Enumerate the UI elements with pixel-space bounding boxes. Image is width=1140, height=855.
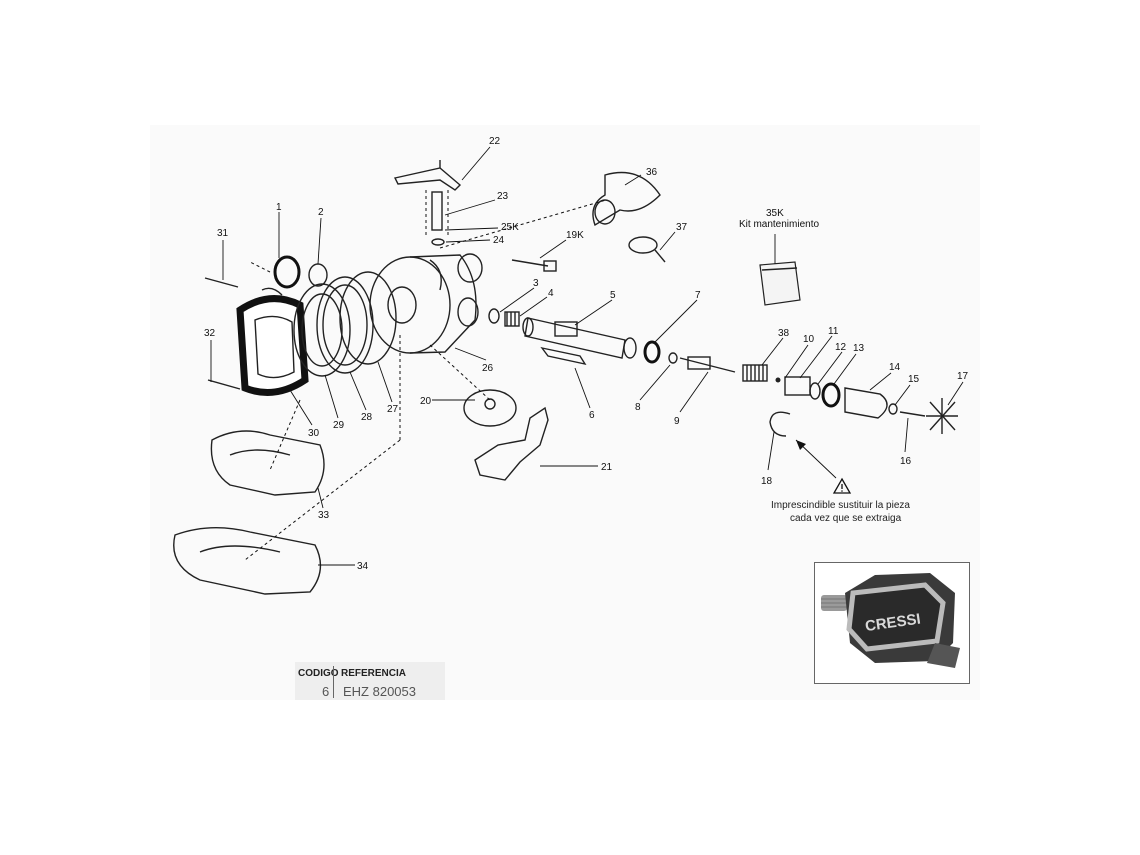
part-37-tie — [628, 236, 666, 263]
part-19k-adapter — [511, 259, 557, 272]
part-10-ball — [775, 377, 781, 383]
part-27-ring — [339, 271, 397, 365]
callout-17: 17 — [957, 371, 969, 382]
part-6-lever — [540, 346, 587, 366]
part-35k-kit — [759, 261, 801, 306]
part-23-adjust-pin — [425, 190, 449, 235]
callout-11: 11 — [828, 326, 839, 337]
table-divider — [333, 666, 334, 698]
part-38-spring — [742, 364, 768, 382]
callout-16: 16 — [900, 456, 912, 467]
part-34-exhaust-cover — [173, 526, 322, 595]
part-31-pin — [204, 277, 239, 288]
callout-38: 38 — [778, 328, 790, 339]
callout-2: 2 — [318, 207, 324, 218]
callout-9: 9 — [674, 416, 680, 427]
warning-triangle-icon — [832, 477, 852, 494]
callout-25k: 25K — [501, 222, 519, 233]
callout-7: 7 — [695, 290, 701, 301]
assembly-guide-lines — [244, 199, 607, 561]
callout-12: 12 — [835, 342, 847, 353]
callout-3: 3 — [533, 278, 539, 289]
callout-31: 31 — [217, 228, 229, 239]
callout-5: 5 — [610, 290, 616, 301]
callout-28: 28 — [361, 412, 373, 423]
callout-14: 14 — [889, 362, 901, 373]
callout-6: 6 — [589, 410, 595, 421]
part-14-cap — [844, 387, 888, 419]
callout-26: 26 — [482, 363, 494, 374]
callout-4: 4 — [548, 288, 554, 299]
callout-15: 15 — [908, 374, 920, 385]
callout-32: 32 — [204, 328, 216, 339]
callout-23: 23 — [497, 191, 509, 202]
callout-1: 1 — [276, 202, 282, 213]
callout-30: 30 — [308, 428, 320, 439]
part-20-diaphragm — [463, 389, 517, 427]
callout-37: 37 — [676, 222, 688, 233]
part-22-lever — [393, 160, 462, 191]
part-1-seal — [273, 255, 301, 289]
regulator-face — [846, 582, 946, 652]
callout-33: 33 — [318, 510, 330, 521]
part-30-front-cover — [236, 287, 309, 396]
callout-35k: 35K — [766, 208, 784, 219]
part-18-clip — [769, 411, 791, 437]
leader-lines — [210, 146, 964, 566]
callout-34: 34 — [357, 561, 369, 572]
part-24-oring — [431, 238, 445, 246]
part-9-poppet — [679, 356, 736, 373]
callout-18: 18 — [761, 476, 773, 487]
referencia-header: REFERENCIA — [341, 668, 407, 679]
codigo-value: 6 — [322, 684, 330, 699]
kit-label: Kit mantenimiento — [739, 219, 819, 230]
callout-10: 10 — [803, 334, 815, 345]
part-7-oring — [643, 340, 661, 364]
warning-note-line1: Imprescindible sustituir la pieza — [771, 500, 910, 511]
part-17-knob — [926, 398, 958, 434]
part-3-oring — [488, 308, 500, 324]
part-32-pin — [207, 379, 241, 390]
part-12-oring — [809, 382, 821, 400]
part-13-oring — [821, 382, 841, 408]
callout-21: 21 — [601, 462, 613, 473]
warning-note-line2: cada vez que se extraiga — [790, 513, 902, 524]
part-26-housing — [369, 253, 483, 354]
product-photo: CRESSI — [814, 562, 970, 684]
referencia-value: EHZ 820053 — [343, 684, 416, 699]
part-15-oring — [888, 403, 898, 415]
callout-20: 20 — [420, 396, 432, 407]
callout-19k: 19K — [566, 230, 584, 241]
part-11-screw — [784, 376, 811, 396]
part-29-ring — [293, 283, 351, 377]
callout-29: 29 — [333, 420, 345, 431]
part-33-exhaust-tee — [210, 430, 325, 496]
callout-24: 24 — [493, 235, 505, 246]
part-4-spring — [504, 311, 520, 327]
part-21-bracket — [474, 406, 549, 481]
codigo-header: CODIGO — [298, 668, 339, 679]
callout-27: 27 — [387, 404, 399, 415]
reference-table: CODIGO REFERENCIA 6 EHZ 820053 — [295, 662, 445, 700]
part-16-screw — [899, 411, 926, 417]
callout-36: 36 — [646, 167, 658, 178]
part-8-seat — [668, 352, 678, 364]
regulator-illustration: CRESSI — [815, 563, 969, 683]
callout-13: 13 — [853, 343, 865, 354]
callout-labels: 1 2 3 4 5 6 7 8 9 10 11 12 13 14 15 16 1… — [204, 136, 969, 572]
part-36-mouthpiece — [592, 171, 661, 227]
callout-22: 22 — [489, 136, 501, 147]
callout-8: 8 — [635, 402, 641, 413]
part-5-inlet-tube — [522, 317, 637, 359]
